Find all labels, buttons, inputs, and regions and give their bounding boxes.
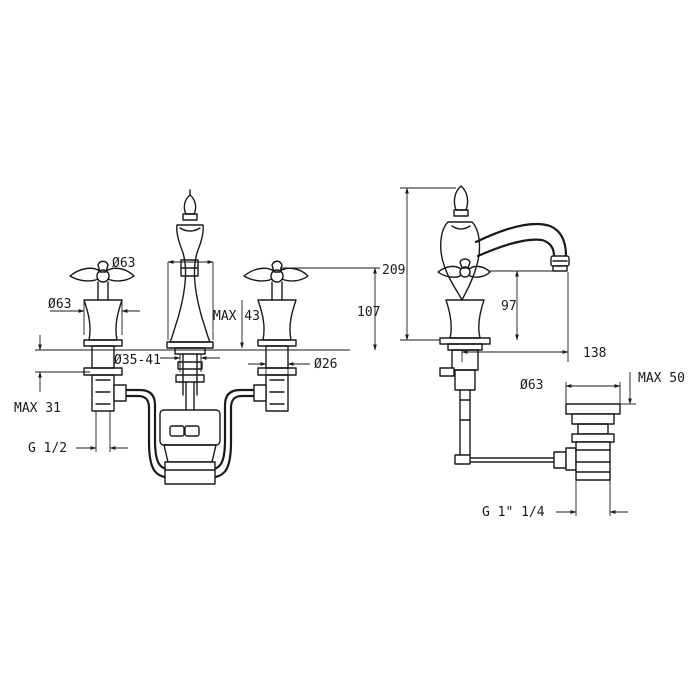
side-view: 209 97 138 Ø63 MAX 50 (382, 185, 685, 520)
height-209-label: 209 (382, 263, 405, 278)
dim-waste-diameter: Ø63 (520, 378, 621, 404)
dim-97: 97 (490, 270, 555, 341)
inlet-thread-label: G 1/2 (28, 441, 67, 456)
side-faucet-body (437, 185, 570, 465)
mounting-hole-label: Ø35-41 (114, 353, 161, 368)
dim-handle-diameter: Ø63 (48, 297, 140, 335)
hoses (113, 384, 267, 485)
dim-max-31: MAX 31 (14, 335, 90, 416)
dim-stem-diameter: Ø26 (248, 357, 337, 375)
front-view: Ø63 Ø63 MAX 43 107 Ø35-41 (14, 189, 380, 485)
dim-209: 209 (382, 187, 456, 341)
dim-max-50: MAX 50 (620, 371, 685, 405)
max-43-label: MAX 43 (213, 309, 260, 324)
stem-diameter-label: Ø26 (314, 357, 337, 372)
left-valve (69, 260, 135, 412)
handle-diameter-label: Ø63 (48, 297, 71, 312)
height-97-label: 97 (501, 299, 517, 314)
dim-mounting-hole: Ø35-41 (114, 353, 220, 372)
waste-assembly (469, 403, 621, 481)
dim-waste-thread: G 1" 1/4 (482, 480, 628, 520)
max-50-label: MAX 50 (638, 371, 685, 386)
dim-max-43: MAX 43 (213, 300, 260, 349)
dim-138: 138 (461, 272, 606, 362)
height-107-label: 107 (357, 305, 380, 320)
waste-diameter-label: Ø63 (520, 378, 543, 393)
right-valve (243, 260, 309, 412)
reach-138-label: 138 (583, 346, 606, 361)
spout-diameter-label: Ø63 (112, 256, 135, 271)
central-spout (166, 189, 214, 411)
dim-inlet-thread: G 1/2 (28, 411, 128, 456)
waste-thread-label: G 1" 1/4 (482, 505, 545, 520)
dim-107: 107 (280, 267, 380, 351)
dim-spout-diameter: Ø63 (112, 256, 214, 340)
max-31-label: MAX 31 (14, 401, 61, 416)
